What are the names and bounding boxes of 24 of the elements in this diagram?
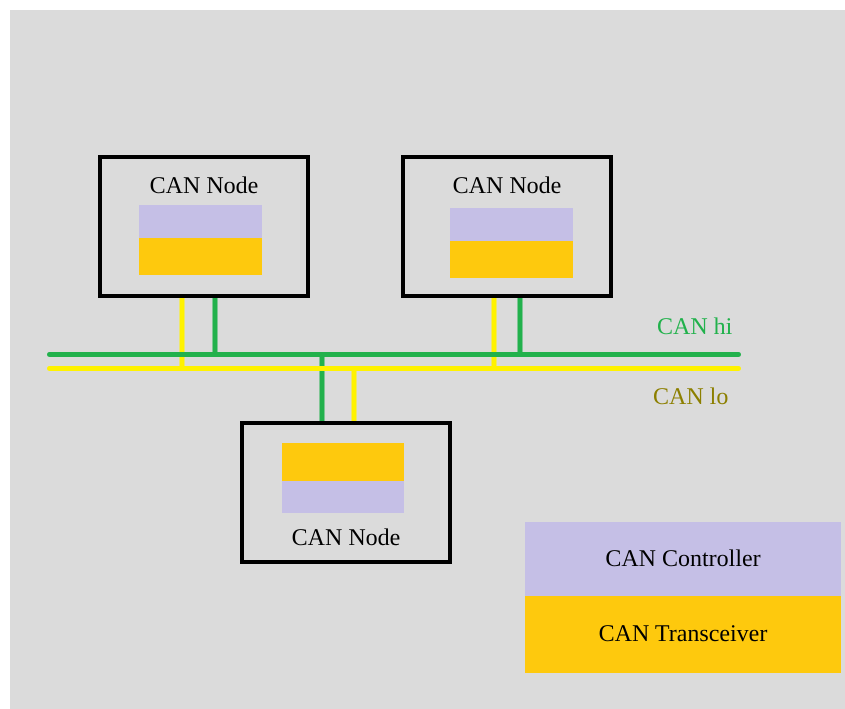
node-box [98, 155, 310, 298]
node-label: CAN Node [452, 173, 562, 200]
wire [492, 298, 496, 366]
wire [320, 357, 324, 421]
node-label: CAN Node [148, 173, 260, 200]
bus-line [47, 352, 741, 357]
module-block [282, 481, 404, 513]
module-block [139, 205, 262, 238]
module-block [282, 443, 404, 481]
module-block [450, 208, 573, 241]
wire [518, 298, 522, 352]
node-box [240, 421, 452, 564]
module-block [450, 241, 573, 278]
wire [352, 371, 356, 421]
node-box [401, 155, 613, 298]
wire [212, 298, 218, 352]
legend-entry: CAN Transceiver [525, 596, 841, 673]
bus-label: CAN hi [657, 314, 732, 341]
node-label: CAN Node [290, 525, 402, 552]
bus-label: CAN lo [653, 384, 728, 411]
legend-entry: CAN Controller [525, 522, 841, 596]
module-block [139, 238, 262, 275]
wire [180, 298, 184, 366]
bus-line [47, 366, 741, 371]
